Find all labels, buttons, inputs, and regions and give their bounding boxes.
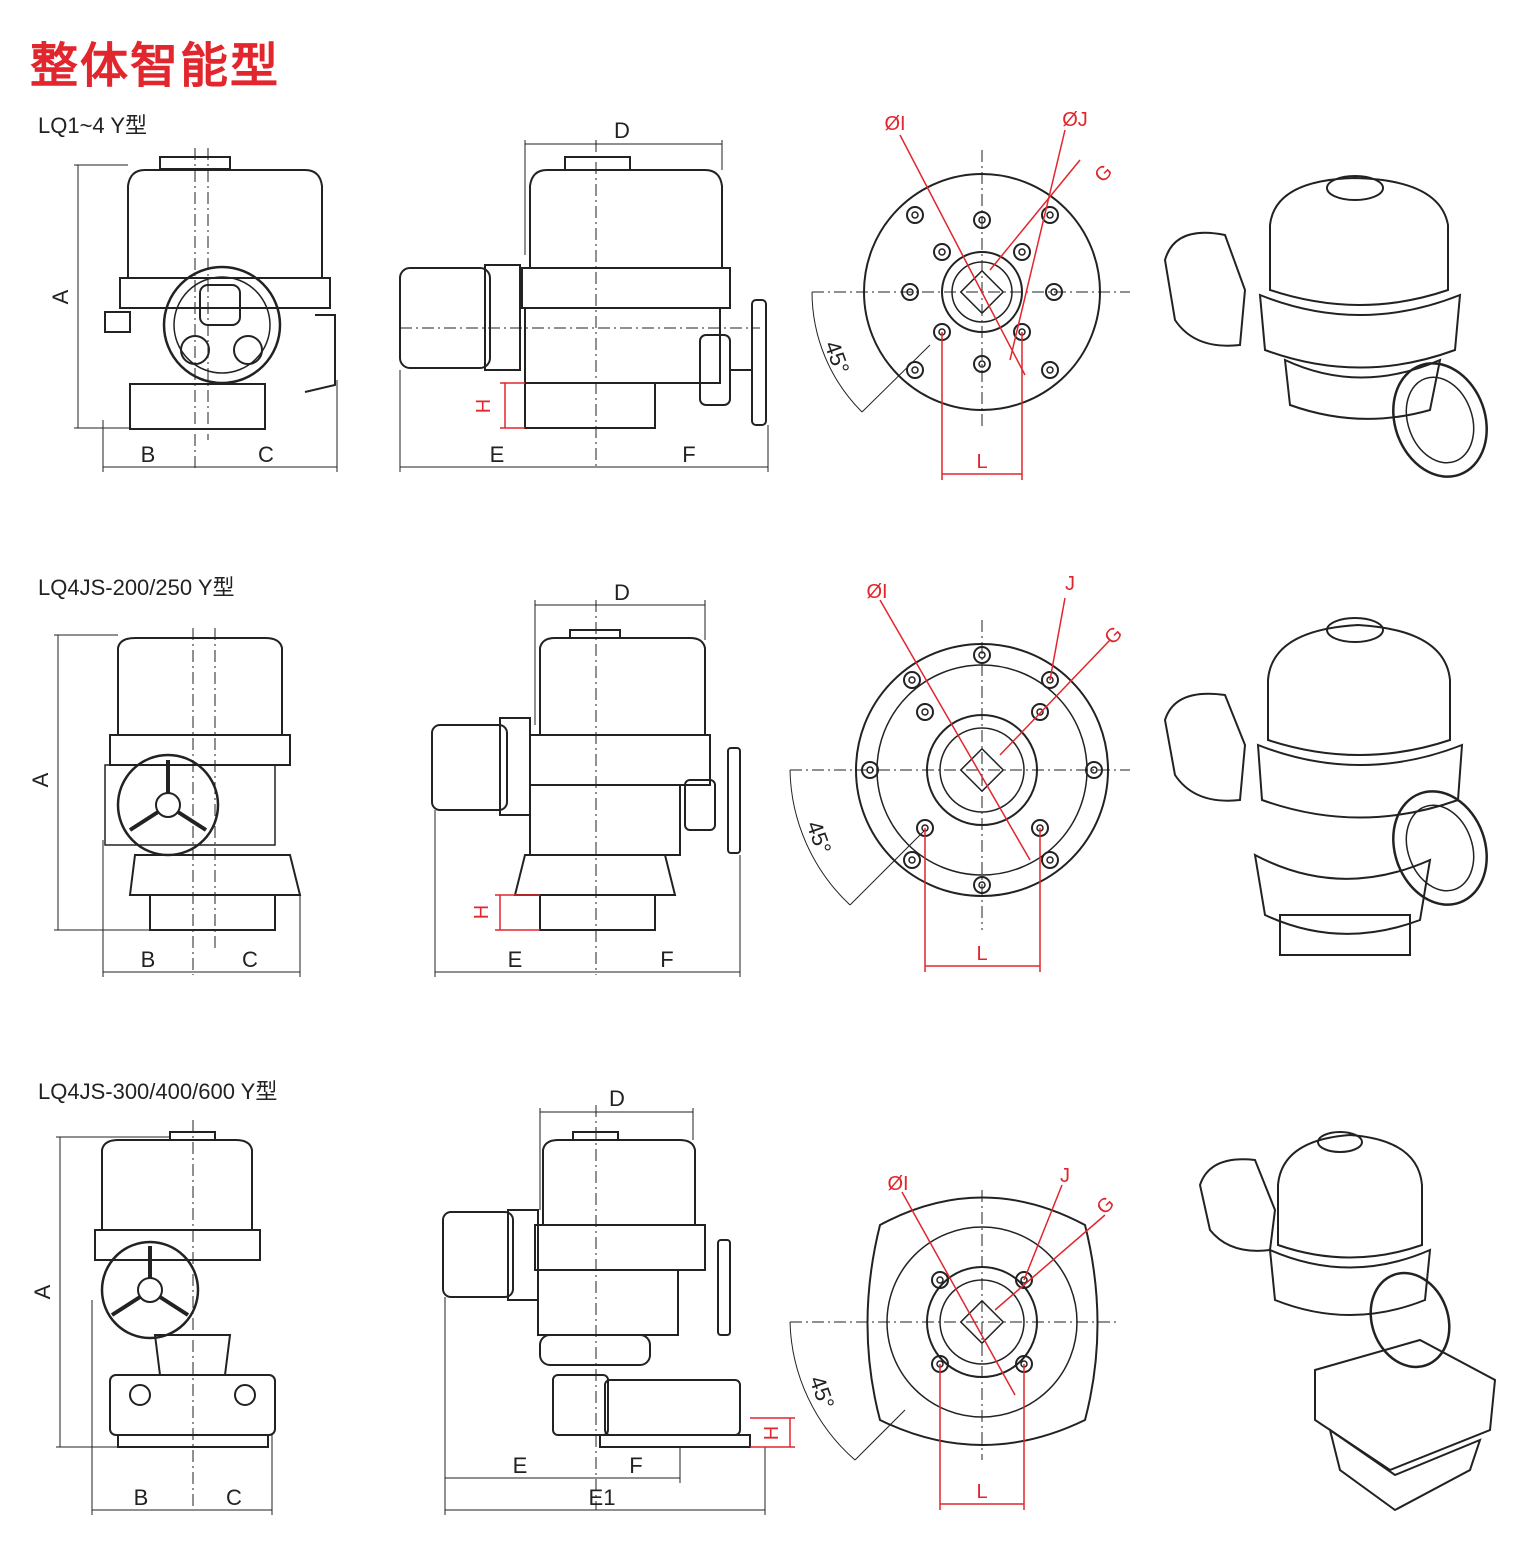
row1-dim-b: B — [141, 442, 156, 467]
row2-dim-j: J — [1065, 573, 1075, 595]
row2-flange-view: ØI J G 45° L — [789, 573, 1130, 972]
row2-dim-h: H — [471, 905, 493, 919]
row2-dim-c: C — [242, 947, 258, 972]
row3-dim-i: ØI — [887, 1173, 908, 1195]
row1-dim-g: G — [1090, 160, 1117, 187]
row2-dim-d: D — [614, 580, 630, 605]
row3-side-view: D E F E1 H — [442, 1086, 795, 1515]
row3-flange-view: ØI J G 45° L — [789, 1165, 1120, 1510]
row2-front-view: A B C — [28, 628, 302, 977]
row2-dim-b: B — [141, 947, 156, 972]
row1-dim-angle: 45° — [820, 338, 855, 378]
row1-front-view: A B C — [48, 148, 338, 472]
row1-dim-l: L — [976, 451, 987, 473]
model-label-2: LQ4JS-200/250 Y型 — [38, 575, 235, 600]
row1-dim-i: ØI — [884, 113, 905, 135]
model-label-3: LQ4JS-300/400/600 Y型 — [38, 1079, 278, 1104]
row1-dim-j: ØJ — [1062, 109, 1088, 131]
row1-isometric-view — [1163, 175, 1488, 478]
row1-flange-view: ØI ØJ G 45° L — [811, 109, 1130, 480]
row3-dim-h: H — [761, 1426, 783, 1440]
row2-dim-i: ØI — [866, 581, 887, 603]
row3-dim-angle: 45° — [805, 1373, 840, 1413]
row1-dim-c: C — [258, 442, 274, 467]
row3-dim-b: B — [134, 1485, 149, 1510]
model-label-1: LQ1~4 Y型 — [38, 113, 148, 138]
row2-dim-l: L — [976, 943, 987, 965]
row3-dim-f: F — [629, 1453, 642, 1478]
row3-front-view: A B C — [30, 1120, 276, 1515]
row3-dim-e1: E1 — [589, 1485, 616, 1510]
row1-side-view: D E F H — [399, 118, 769, 472]
row2-isometric-view — [1163, 617, 1488, 956]
row2-dim-f: F — [660, 947, 673, 972]
row1-dim-h: H — [473, 399, 495, 413]
row2-dim-a: A — [28, 772, 53, 787]
row3-dim-l: L — [976, 1481, 987, 1503]
row3-dim-c: C — [226, 1485, 242, 1510]
row1-dim-a: A — [48, 289, 73, 304]
page-title: 整体智能型 — [30, 38, 281, 94]
row2-dim-e: E — [508, 947, 523, 972]
row1-dim-f: F — [682, 442, 695, 467]
row3-dim-a: A — [30, 1284, 55, 1299]
row1-dim-d: D — [614, 118, 630, 143]
row3-dim-g: G — [1092, 1192, 1119, 1219]
row2-dim-angle: 45° — [802, 818, 837, 858]
row1-dim-e: E — [490, 442, 505, 467]
row3-dim-d: D — [609, 1086, 625, 1111]
row3-dim-e: E — [513, 1453, 528, 1478]
row3-dim-j: J — [1060, 1165, 1070, 1187]
row3-isometric-view — [1198, 1131, 1497, 1512]
row2-side-view: D E F H — [431, 580, 741, 977]
